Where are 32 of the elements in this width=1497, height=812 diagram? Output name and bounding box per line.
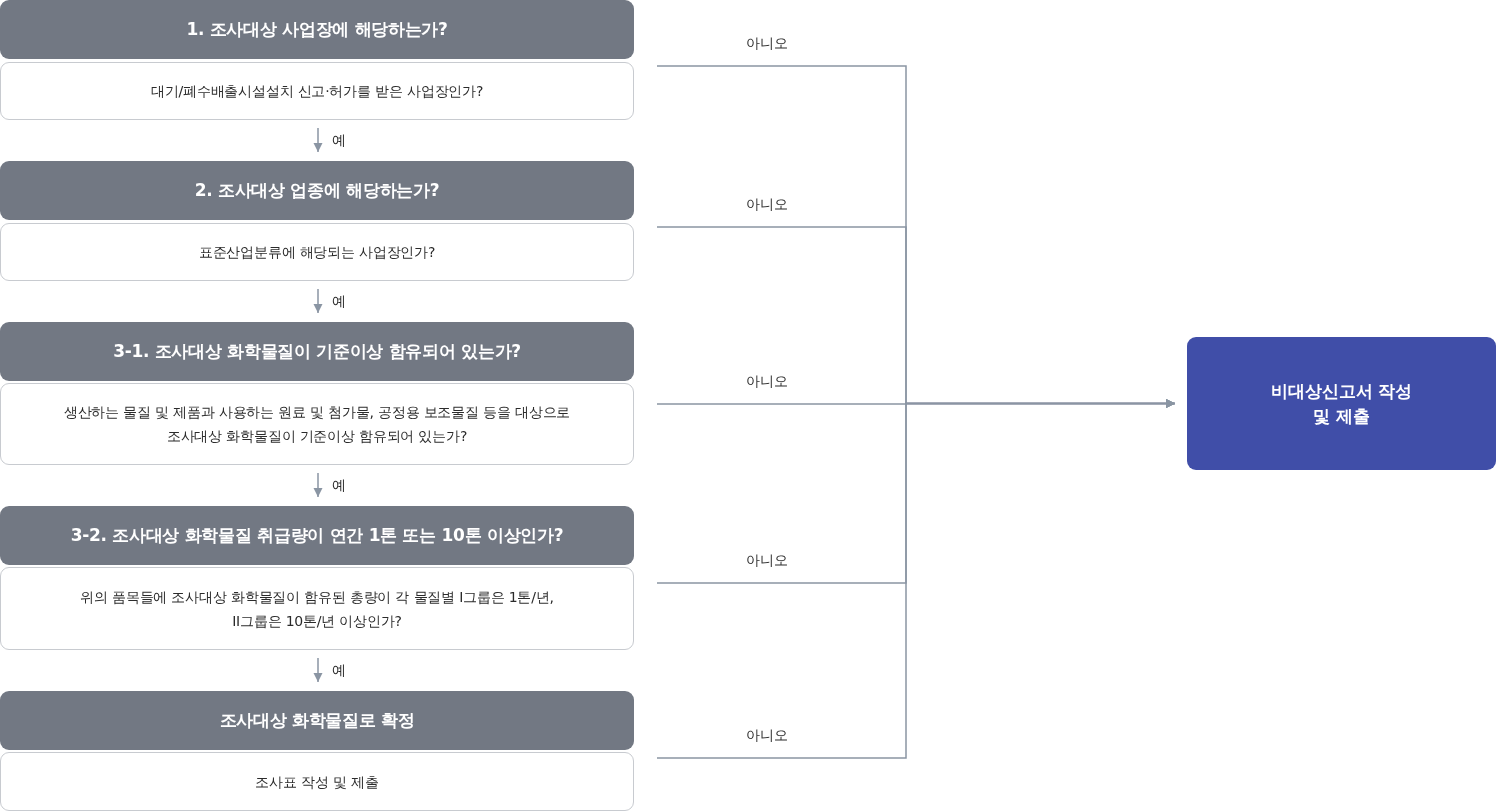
question-text: 표준산업분류에 해당되는 사업장인가?: [198, 243, 436, 262]
down-arrow: [313, 472, 323, 498]
heading-text: 3-2. 조사대상 화학물질 취급량이 연간 1톤 또는 10톤 이상인가?: [70, 524, 564, 547]
heading-text: 2. 조사대상 업종에 해당하는가?: [194, 179, 440, 202]
edge-label: 아니오: [744, 34, 790, 52]
down-arrow: [313, 657, 323, 683]
question-text: 생산하는 물질 및 제품과 사용하는 원료 및 첨가물, 공정용 보조물질 등을 대상으로 조사대상 화학물질이 기준이상 함유되어 있는가?: [62, 403, 572, 446]
edge-label: 아니오: [744, 551, 790, 569]
question-header: [0, 0, 634, 59]
edge-label: 아니오: [744, 195, 790, 213]
question-box: [0, 567, 634, 650]
heading-text: 1. 조사대상 사업장에 해당하는가?: [186, 18, 448, 41]
question-header: [0, 161, 634, 220]
question-box: [0, 383, 634, 465]
connector-arrow: [656, 399, 1176, 759]
heading-text: 3-1. 조사대상 화학물질이 기준이상 함유되어 있는가?: [113, 340, 521, 363]
question-text: 조사표 작성 및 제출: [255, 772, 379, 792]
down-arrow: [313, 127, 323, 153]
edge-label: 아니오: [744, 372, 790, 390]
result-text: 비대상신고서 작성 및 제출: [1269, 379, 1414, 428]
heading-text: 조사대상 화학물질로 확정: [219, 709, 415, 732]
question-box: [0, 752, 634, 811]
question-text: 대기/폐수배출시설설치 신고·허가를 받은 사업장인가?: [150, 82, 484, 101]
question-header: [0, 322, 634, 381]
down-arrow: [313, 288, 323, 314]
result-box: [1187, 337, 1496, 470]
question-header: [0, 691, 634, 750]
question-box: [0, 62, 634, 120]
question-header: [0, 506, 634, 565]
question-box: [0, 223, 634, 281]
question-text: 위의 품목들에 조사대상 화학물질이 함유된 총량이 각 물질별 I그룹은 1톤/년, II그룹은 10톤/년 이상인가?: [79, 587, 555, 631]
edge-label: 아니오: [744, 726, 790, 744]
